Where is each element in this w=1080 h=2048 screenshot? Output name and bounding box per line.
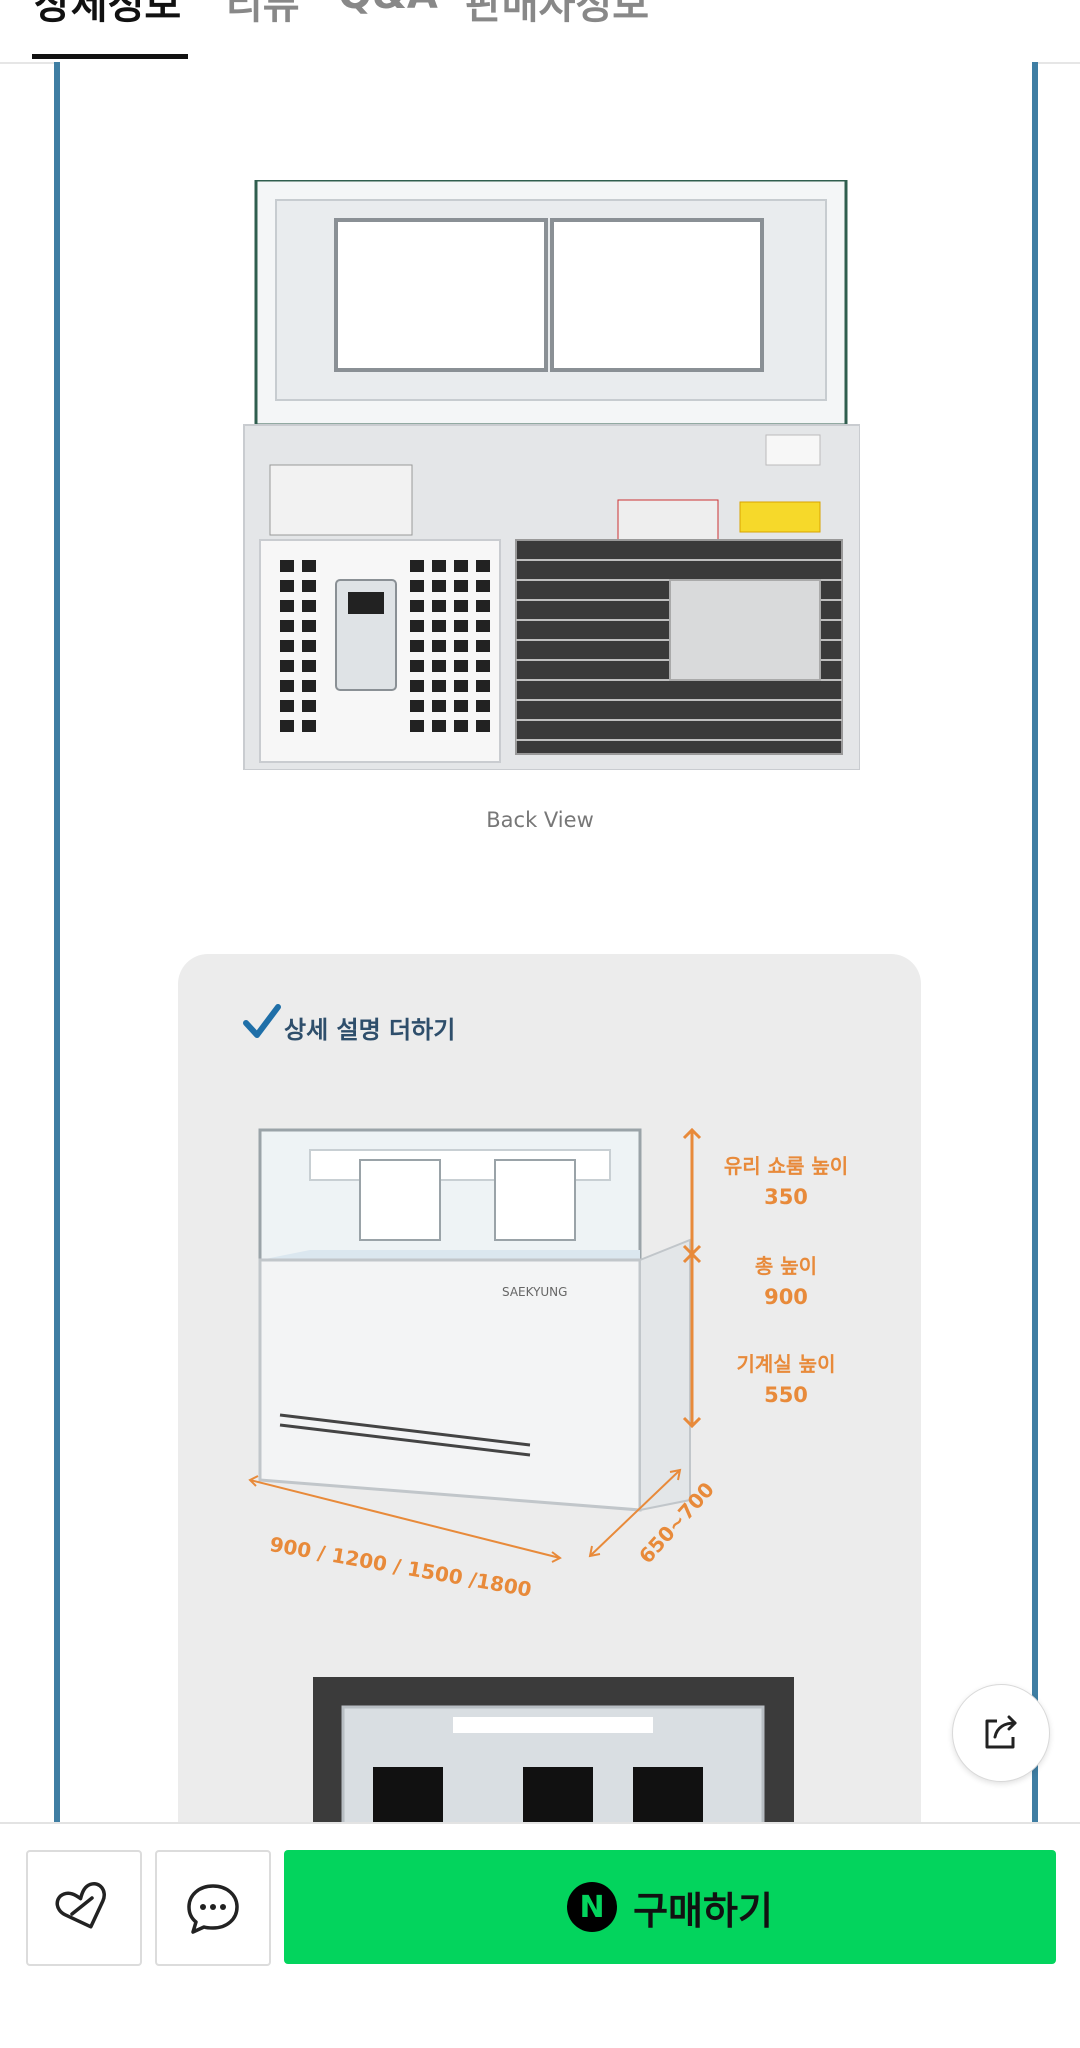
brand-mark: SAEKYUNG bbox=[502, 1285, 567, 1299]
dimension-label: 총 높이 bbox=[754, 1254, 818, 1278]
card-title: 상세 설명 더하기 bbox=[284, 1016, 456, 1044]
buy-button-label: 구매하기 bbox=[633, 1888, 773, 1933]
bottom-action-bar: N 구매하기 bbox=[0, 1822, 1080, 2048]
tab-bar: 상세정보 리뷰 Q&A 판매자정보 bbox=[0, 0, 1080, 64]
dimension-glass-height: 유리 쇼룸 높이 350 bbox=[706, 1150, 866, 1209]
naver-pay-icon: N bbox=[567, 1882, 618, 1932]
width-depth-arrows bbox=[248, 1468, 682, 1563]
checkmark-icon bbox=[243, 1004, 281, 1038]
dimension-total-height: 총 높이 900 bbox=[706, 1250, 866, 1309]
share-button[interactable] bbox=[952, 1684, 1050, 1782]
chat-icon bbox=[187, 1884, 239, 1934]
dimension-value: 900 bbox=[764, 1285, 808, 1309]
active-tab-indicator bbox=[32, 54, 188, 59]
chat-button[interactable] bbox=[155, 1850, 271, 1966]
tab-seller-info[interactable]: 판매자정보 bbox=[465, 0, 649, 28]
tab-qna[interactable]: Q&A bbox=[338, 0, 438, 18]
product-dimension-drawing: SAEKYUNG bbox=[258, 1128, 691, 1512]
like-button[interactable] bbox=[26, 1850, 142, 1966]
dimension-value: 550 bbox=[764, 1383, 808, 1407]
dimension-machine-height: 기계실 높이 550 bbox=[706, 1348, 866, 1407]
tab-reviews[interactable]: 리뷰 bbox=[226, 0, 300, 28]
height-dimension-arrow bbox=[682, 1128, 702, 1428]
dimension-value: 350 bbox=[764, 1185, 808, 1209]
dimension-label: 기계실 높이 bbox=[736, 1352, 836, 1376]
share-icon bbox=[985, 1715, 1017, 1749]
tab-detail[interactable]: 상세정보 bbox=[34, 0, 182, 28]
product-back-view-image bbox=[243, 180, 860, 770]
heart-icon bbox=[55, 1881, 106, 1929]
dimension-label: 유리 쇼룸 높이 bbox=[723, 1154, 849, 1178]
buy-button[interactable]: N 구매하기 bbox=[284, 1850, 1056, 1964]
product-photo bbox=[313, 1677, 794, 1827]
back-view-caption: Back View bbox=[486, 808, 594, 832]
